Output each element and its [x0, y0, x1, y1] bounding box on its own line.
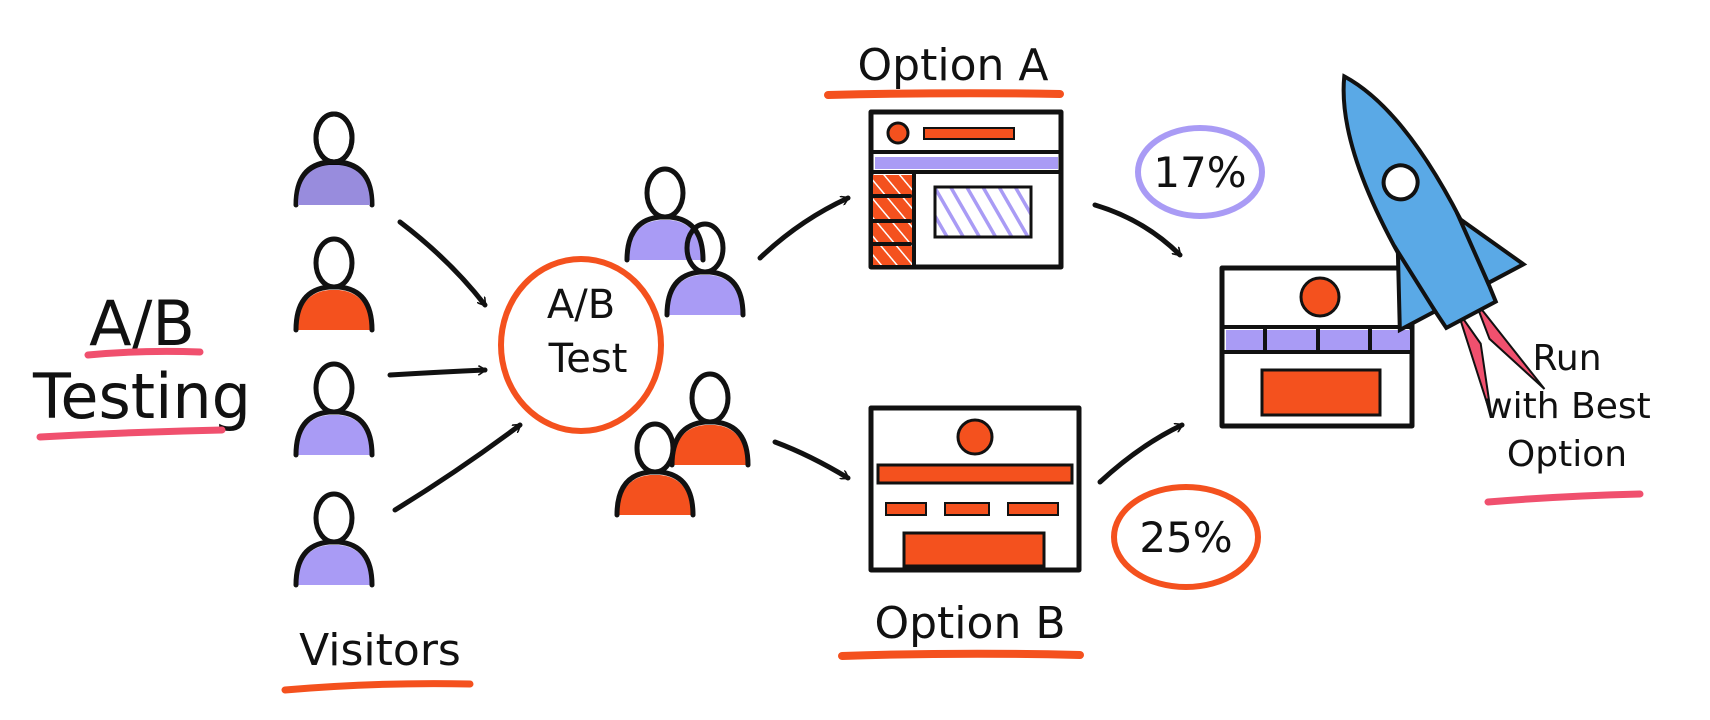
arrow-icon — [392, 422, 523, 513]
visitors-column: Visitors — [281, 111, 474, 694]
option-a: Option A — [824, 40, 1064, 270]
test-line-2: Test — [548, 336, 628, 382]
winning-page — [1219, 265, 1415, 429]
arrow-icon — [397, 219, 488, 308]
title-line-2: Testing — [32, 360, 251, 433]
arrow-icon — [1092, 202, 1183, 258]
option-a-rate: 17% — [1135, 125, 1265, 219]
result-caption: Run with Best Option — [1483, 338, 1651, 506]
visitors-underline — [281, 680, 474, 694]
result-line-2: with Best — [1483, 386, 1651, 427]
option-b-page — [868, 405, 1082, 573]
arrow-icon — [772, 439, 851, 481]
arrow-icon — [1097, 422, 1185, 485]
result-line-1: Run — [1532, 338, 1601, 379]
ab-test-node: A/B Test — [498, 256, 664, 434]
title-underline-2 — [36, 426, 226, 441]
result-line-3: Option — [1507, 434, 1627, 475]
group-a — [624, 166, 746, 318]
test-circle — [498, 256, 664, 434]
option-b-label: Option B — [874, 598, 1065, 649]
option-b-rate: 25% — [1111, 484, 1261, 590]
arrow-icon — [387, 370, 485, 378]
test-line-1: A/B — [547, 282, 615, 328]
group-b — [614, 371, 751, 518]
title-block: A/B Testing — [32, 287, 251, 441]
visitor-icon — [293, 236, 375, 333]
title-line-1: A/B — [89, 287, 195, 360]
visitor-icon — [296, 111, 372, 205]
visitor-icon — [293, 361, 375, 458]
visitor-icon — [293, 491, 375, 588]
option-a-page — [868, 109, 1064, 270]
arrow-icon — [757, 195, 851, 261]
title-underline-1 — [84, 347, 204, 359]
rocket-icon — [1341, 73, 1546, 418]
option-b-rate-value: 25% — [1139, 513, 1232, 562]
visitors-label: Visitors — [299, 625, 461, 676]
option-a-label: Option A — [858, 40, 1049, 91]
option-a-rate-value: 17% — [1153, 148, 1246, 197]
option-b: Option B — [838, 405, 1084, 660]
